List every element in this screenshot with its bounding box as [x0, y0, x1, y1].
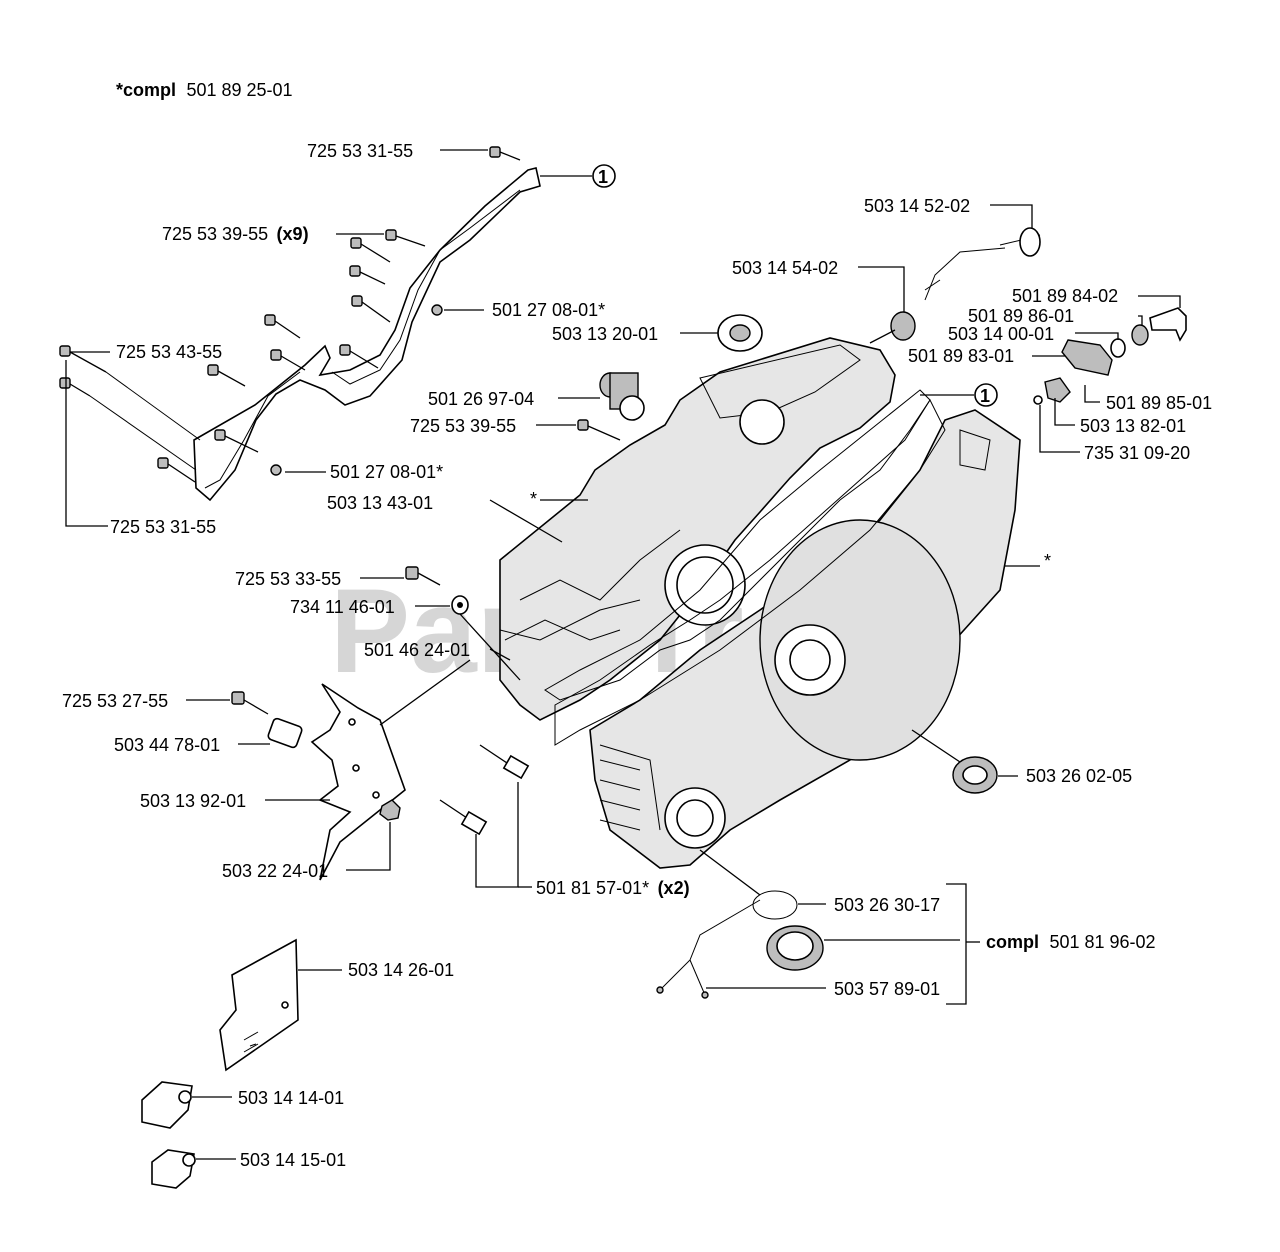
- label-compl-number: 501 81 96-02: [1049, 932, 1155, 952]
- label-501-27-08-01-a: 501 27 08-01*: [492, 300, 605, 320]
- label-503-14-00-01: 503 14 00-01: [948, 324, 1054, 344]
- asterisk-left: *: [530, 489, 537, 509]
- crankcase-left-half: [499, 337, 896, 721]
- bottom-left-parts: [141, 938, 299, 1189]
- label-x2: (x2): [658, 878, 690, 898]
- filter-icon: [599, 372, 645, 421]
- label-501-27-08-01-b: 501 27 08-01*: [330, 462, 443, 482]
- crankcase-right-half: [589, 409, 1021, 869]
- bumper-spike-icon: [310, 683, 406, 881]
- part-labels: 725 53 31-55 725 53 39-55 (x9) 501 27 08…: [62, 141, 1212, 1170]
- label-503-44-78-01: 503 44 78-01: [114, 735, 220, 755]
- label-725-53-43-55: 725 53 43-55: [116, 342, 222, 362]
- label-503-14-54-02: 503 14 54-02: [732, 258, 838, 278]
- cylinder-gasket-group: [59, 146, 541, 502]
- label-501-81-57-01-x2: 501 81 57-01* (x2): [536, 878, 690, 898]
- label-503-14-14-01: 503 14 14-01: [238, 1088, 344, 1108]
- guide-plate-icon: [219, 938, 299, 1072]
- label-503-13-92-01: 503 13 92-01: [140, 791, 246, 811]
- label-725-53-39-55-x9-number: 725 53 39-55: [162, 224, 268, 244]
- label-503-22-24-01: 503 22 24-01: [222, 861, 328, 881]
- label-735-31-09-20: 735 31 09-20: [1084, 443, 1190, 463]
- crankcase-left-body: [499, 337, 896, 721]
- header-compl: *compl 501 89 25-01: [116, 80, 293, 100]
- label-503-13-20-01: 503 13 20-01: [552, 324, 658, 344]
- leader-lines-right-top: [536, 204, 1181, 453]
- label-725-53-39-55-x9: 725 53 39-55 (x9): [162, 224, 309, 244]
- label-501-81-57-01-number: 501 81 57-01*: [536, 878, 649, 898]
- label-compl-501-81-96-02: compl 501 81 96-02: [986, 932, 1156, 952]
- leader-lines-right-lower: [699, 729, 1018, 1005]
- label-725-53-31-55-bot: 725 53 31-55: [110, 517, 216, 537]
- label-501-89-86-01: 501 89 86-01: [968, 306, 1074, 326]
- leader-lines-left: [65, 149, 592, 527]
- label-725-53-27-55: 725 53 27-55: [62, 691, 168, 711]
- seal-and-cap-parts: [656, 756, 998, 999]
- label-503-26-30-17: 503 26 30-17: [834, 895, 940, 915]
- label-501-46-24-01: 501 46 24-01: [364, 640, 470, 660]
- label-503-26-02-05: 503 26 02-05: [1026, 766, 1132, 786]
- label-725-53-31-55-top: 725 53 31-55: [307, 141, 413, 161]
- label-compl-prefix: compl: [986, 932, 1039, 952]
- header-compl-number: 501 89 25-01: [186, 80, 292, 100]
- ref-callout-1-right: 1: [920, 383, 998, 407]
- asterisk-right: *: [1044, 551, 1051, 571]
- header-compl-prefix: *compl: [116, 80, 176, 100]
- label-503-14-15-01: 503 14 15-01: [240, 1150, 346, 1170]
- label-503-57-89-01: 503 57 89-01: [834, 979, 940, 999]
- label-501-26-97-04: 501 26 97-04: [428, 389, 534, 409]
- spike-bumper-parts: [231, 566, 530, 881]
- leader-lines-bottom-left: [192, 969, 342, 1160]
- oil-pump-parts: [489, 227, 1187, 543]
- label-501-89-84-02: 501 89 84-02: [1012, 286, 1118, 306]
- ref-callout-1-top: 1: [592, 164, 616, 188]
- label-503-14-26-01: 503 14 26-01: [348, 960, 454, 980]
- label-501-89-83-01: 501 89 83-01: [908, 346, 1014, 366]
- label-725-53-33-55: 725 53 33-55: [235, 569, 341, 589]
- label-503-14-52-02: 503 14 52-02: [864, 196, 970, 216]
- crankcase-gaskets: [499, 389, 946, 746]
- label-503-13-82-01: 503 13 82-01: [1080, 416, 1186, 436]
- label-725-53-39-55: 725 53 39-55: [410, 416, 516, 436]
- label-x9: (x9): [277, 224, 309, 244]
- screw-icons: [59, 146, 521, 483]
- label-501-89-85-01: 501 89 85-01: [1106, 393, 1212, 413]
- gasket-part: [193, 167, 541, 502]
- ref-callout-1-right-text: 1: [980, 386, 990, 406]
- label-734-11-46-01: 734 11 46-01: [290, 597, 395, 617]
- label-503-13-43-01: 503 13 43-01: [327, 493, 433, 513]
- leader-lines-left-lower: [186, 577, 532, 888]
- ref-callout-1-top-text: 1: [598, 167, 608, 187]
